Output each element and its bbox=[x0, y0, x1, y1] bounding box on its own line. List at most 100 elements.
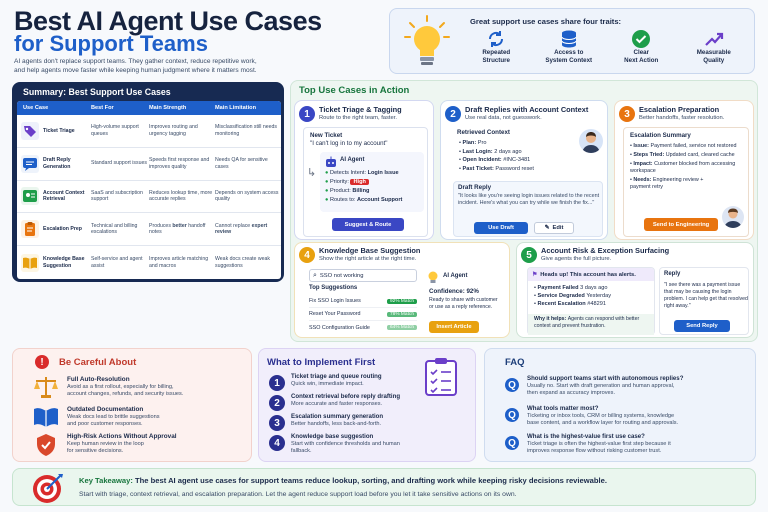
step-desc: Start with confidence thresholds and hum… bbox=[291, 441, 400, 455]
why-text: Agents can respond with better context a… bbox=[534, 316, 640, 329]
table-row: Draft Reply Generation Standard support … bbox=[17, 148, 281, 181]
check-key: Priority: bbox=[329, 179, 351, 186]
check-icon: ● bbox=[325, 197, 329, 204]
suggest-route-button[interactable]: Suggest & Route bbox=[332, 218, 404, 231]
lightbulb-icon bbox=[427, 271, 439, 290]
kb-card: 4 Knowledge Base Suggestion Show the rig… bbox=[294, 242, 510, 338]
trend-up-icon bbox=[679, 29, 749, 49]
suggestion-title: SSO Configuration Guide bbox=[309, 324, 370, 331]
table-row: Ticket Triage High-volume support queues… bbox=[17, 115, 281, 148]
risk-card: 5 Account Risk & Exception Surfacing Giv… bbox=[516, 242, 754, 338]
send-reply-button[interactable]: Send Reply bbox=[674, 320, 730, 332]
send-to-engineering-button[interactable]: Send to Engineering bbox=[644, 218, 718, 231]
risk-item: • Payment Failed 3 days ago bbox=[534, 285, 608, 291]
step-title: Context retrieval before reply drafting bbox=[291, 393, 401, 400]
reply-label: Reply bbox=[664, 271, 681, 277]
kb-subtitle: Show the right article at the right time… bbox=[319, 256, 417, 262]
trait-label: Quality bbox=[703, 56, 725, 64]
check-key: Detects Intent: bbox=[329, 170, 368, 176]
limitation-emphasis: expert review bbox=[215, 222, 268, 236]
strength-cell: Speeds first response and improves quali… bbox=[149, 156, 210, 170]
check-row: ● Routes to: Account Support bbox=[325, 196, 402, 205]
implement-panel: What to Implement First 1 Ticket triage … bbox=[258, 348, 476, 462]
limitation-cell: Weak docs create weak suggestions bbox=[215, 255, 270, 269]
use-case-name: Knowledge Base Suggestion bbox=[43, 255, 85, 269]
step-number: 3 bbox=[619, 106, 635, 122]
careful-item: Full Auto-Resolution Avoid as a first ro… bbox=[33, 375, 249, 403]
suggestions-label: Top Suggestions bbox=[309, 285, 358, 291]
confidence-value: Confidence: 92% bbox=[429, 288, 479, 295]
priority-badge: High bbox=[350, 179, 369, 186]
edit-label: Edit bbox=[552, 225, 564, 231]
reply-text: "It looks like you're seeing login issue… bbox=[458, 193, 600, 207]
step-number: 2 bbox=[445, 106, 461, 122]
step-desc: More accurate and faster responses. bbox=[291, 401, 383, 407]
avatar bbox=[579, 129, 603, 153]
kb-agent-panel: AI Agent Confidence: 92% Ready to share … bbox=[425, 269, 505, 335]
alert-box: ⚑Heads up! This account has alerts. • Pa… bbox=[527, 267, 655, 335]
takeaway-main: The best AI agent use cases for support … bbox=[135, 476, 607, 485]
summary-heading: Summary: Best Support Use Cases bbox=[23, 87, 171, 97]
triage-subtitle: Route to the right team, faster. bbox=[319, 115, 397, 121]
insert-article-button[interactable]: Insert Article bbox=[429, 321, 479, 333]
escalation-subtitle: Better handoffs, faster resolution. bbox=[639, 115, 725, 121]
check-row: ● Product: Billing bbox=[325, 187, 402, 196]
careful-item: High-Risk Actions Without Approval Keep … bbox=[33, 433, 249, 461]
faq-heading: FAQ bbox=[505, 357, 525, 368]
edit-button[interactable]: ✎Edit bbox=[534, 222, 574, 234]
use-case-name: Ticket Triage bbox=[43, 127, 75, 134]
intro-line-1: AI agents don't replace support teams. T… bbox=[14, 58, 257, 65]
intro-text: AI agents don't replace support teams. T… bbox=[14, 58, 257, 76]
step-title: Knowledge base suggestion bbox=[291, 433, 374, 440]
q-icon: Q bbox=[505, 408, 519, 422]
traits-heading: Great support use cases share four trait… bbox=[470, 17, 622, 26]
agent-label: AI Agent bbox=[340, 157, 365, 163]
trait-label: Structure bbox=[482, 56, 510, 64]
faq-question: What tools matter most? bbox=[527, 405, 599, 412]
tag-icon bbox=[21, 121, 39, 140]
implement-heading: What to Implement First bbox=[267, 357, 376, 368]
why-label: Why it helps: bbox=[534, 316, 568, 322]
ticket-box: New Ticket "I can't log in to my account… bbox=[303, 127, 428, 237]
shield-icon bbox=[35, 433, 57, 462]
pencil-icon: ✎ bbox=[544, 225, 550, 231]
ticket-text: "I can't log in to my account" bbox=[310, 140, 388, 147]
strength-cell: Improves routing and urgency tagging bbox=[149, 124, 198, 137]
best-for-cell: SaaS and subscription support bbox=[91, 189, 143, 203]
summary-panel: Summary: Best Support Use Cases Use Case… bbox=[12, 82, 284, 282]
retrieved-context-box: Retrieved Context • Plan: Pro • Last Log… bbox=[453, 127, 603, 181]
book-icon bbox=[21, 253, 39, 272]
q-icon: Q bbox=[505, 436, 519, 450]
suggestion-title: Fix SSO Login Issues bbox=[309, 298, 361, 304]
risk-subtitle: Give agents the full picture. bbox=[541, 256, 612, 262]
table-row: Escalation Prep Technical and billing es… bbox=[17, 213, 281, 247]
step-number: 4 bbox=[299, 247, 315, 263]
kb-search-input[interactable]: ⌕SSO not working bbox=[309, 269, 417, 282]
takeaway-label: Key Takeaway: bbox=[79, 476, 133, 485]
check-key: Routes to: bbox=[329, 197, 358, 204]
use-draft-button[interactable]: Use Draft bbox=[474, 222, 528, 234]
table-header: Use Case Best For Main Strength Main Lim… bbox=[17, 101, 281, 115]
step-title: Escalation summary generation bbox=[291, 413, 384, 420]
careful-title: Outdated Documentation bbox=[67, 406, 144, 413]
robot-icon bbox=[325, 155, 337, 173]
context-row: • Last Login: 2 days ago bbox=[459, 148, 522, 155]
kb-title: Knowledge Base Suggestion bbox=[319, 246, 421, 255]
agent-label: AI Agent bbox=[443, 273, 468, 279]
check-row: ● Detects Intent: Login Issue bbox=[325, 169, 402, 178]
careful-panel: ! Be Careful About Full Auto-Resolution … bbox=[12, 348, 252, 462]
faq-question: Should support teams start with autonomo… bbox=[527, 375, 684, 382]
refresh-icon bbox=[461, 29, 531, 49]
page-title: Best AI Agent Use Cases bbox=[14, 6, 322, 36]
best-for-cell: Standard support issues bbox=[91, 160, 147, 167]
column-header: Main Strength bbox=[149, 105, 187, 111]
check-value: Login Issue bbox=[367, 170, 399, 176]
ai-agent-box: AI Agent ● Detects Intent: Login Issue ●… bbox=[320, 152, 424, 212]
flag-icon: ⚑ bbox=[532, 271, 538, 278]
lightbulb-icon bbox=[404, 15, 450, 69]
